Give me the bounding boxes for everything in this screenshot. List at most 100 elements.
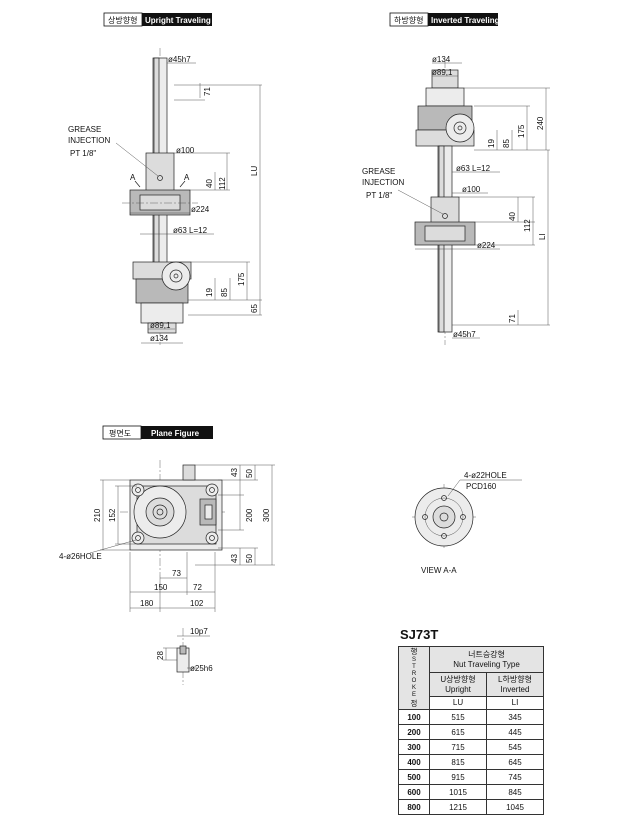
view-a-pcd: PCD160 [466, 482, 497, 491]
plane-d43b: 43 [230, 554, 239, 563]
view-a-hole22: 4-ø22HOLE [464, 471, 507, 480]
upright-d71: 71 [203, 87, 212, 96]
badge-plane-eng: Plane Figure [151, 429, 200, 438]
plane-d50a: 50 [245, 469, 254, 478]
badge-upright: 상방향형 Upright Traveling [103, 12, 212, 27]
inverted-shaft-dia: ø45h7 [453, 330, 476, 339]
badge-plane: 평면도 Plane Figure [102, 425, 213, 440]
row-lu: 715 [429, 739, 487, 755]
row-lu: 515 [429, 709, 487, 725]
badge-inverted-eng: Inverted Traveling [431, 16, 500, 25]
upright-pt: PT 1/8" [70, 149, 96, 158]
plane-d102: 102 [190, 599, 204, 608]
upright-d63: ø63 L=12 [173, 226, 208, 235]
plane-d150: 150 [154, 583, 168, 592]
upright-d175: 175 [237, 272, 246, 286]
plane-d50b: 50 [245, 554, 254, 563]
group-header-kor: 너트승강형 [468, 650, 505, 660]
upright-d224: ø224 [191, 205, 210, 214]
keyway-d28: 28 [156, 651, 165, 660]
inverted-d224: ø224 [477, 241, 496, 250]
inverted-pt: PT 1/8" [366, 191, 392, 200]
upright-d65: 65 [250, 304, 259, 313]
upright-d40: 40 [205, 179, 214, 188]
badge-upright-eng: Upright Traveling [145, 16, 211, 25]
group-header-eng: Nut Traveling Type [453, 660, 520, 670]
row-lu: 915 [429, 769, 487, 785]
row-stroke: 100 [398, 709, 430, 725]
inverted-d71: 71 [508, 314, 517, 323]
stroke-header: 행 STROKE 정 [398, 646, 430, 710]
upright-a-left: A [130, 173, 136, 182]
inverted-col-header: L하방향형 Inverted [486, 671, 544, 697]
row-stroke: 500 [398, 769, 430, 785]
upright-grease-2: INJECTION [68, 136, 110, 145]
inverted-grease-2: INJECTION [362, 178, 404, 187]
inverted-drawing: ø134 ø89,1 19 85 175 240 GREASE INJECTIO… [362, 55, 550, 345]
row-stroke: 400 [398, 754, 430, 770]
upright-col-eng: Upright [445, 685, 471, 695]
inverted-d19: 19 [487, 139, 496, 148]
plane-d200: 200 [245, 508, 254, 522]
upright-a-right: A [184, 173, 190, 182]
inverted-d85: 85 [502, 139, 511, 148]
row-li: 345 [486, 709, 544, 725]
row-li: 445 [486, 724, 544, 740]
li-key-header: LI [486, 695, 544, 711]
upright-d85: 85 [220, 288, 229, 297]
lu-key-header: LU [429, 695, 487, 711]
upright-grease-1: GREASE [68, 125, 101, 134]
upright-d100: ø100 [176, 146, 195, 155]
inverted-d40: 40 [508, 212, 517, 221]
row-lu: 1215 [429, 799, 487, 815]
row-li: 845 [486, 784, 544, 800]
row-li: 745 [486, 769, 544, 785]
view-a-title: VIEW A-A [421, 566, 457, 575]
keyway-detail: 10p7 28 ø25h6 [156, 627, 213, 685]
group-header: 너트승강형 Nut Traveling Type [429, 646, 544, 673]
badge-plane-kor: 평면도 [109, 428, 131, 438]
row-stroke: 200 [398, 724, 430, 740]
inverted-d112: 112 [523, 219, 532, 232]
stroke-header-kor-a: 행 [410, 647, 418, 656]
plane-d180: 180 [140, 599, 154, 608]
inverted-nut [430, 196, 460, 226]
upright-d112: 112 [218, 177, 227, 190]
inverted-col-kor: L하방향형 [498, 675, 532, 685]
badge-inverted-kor: 하방향형 [394, 15, 423, 25]
plane-hole26: 4-ø26HOLE [59, 552, 102, 561]
upright-d89: ø89,1 [150, 321, 171, 330]
upright-drawing: ø45h7 71 GREASE INJECTION PT 1/8" ø100 A… [68, 48, 262, 345]
inverted-d63: ø63 L=12 [456, 164, 491, 173]
inverted-col-eng: Inverted [500, 685, 530, 695]
row-stroke: 300 [398, 739, 430, 755]
row-li: 545 [486, 739, 544, 755]
plane-d73: 73 [172, 569, 181, 578]
row-lu: 615 [429, 724, 487, 740]
inverted-grease-1: GREASE [362, 167, 395, 176]
plane-d43a: 43 [230, 468, 239, 477]
plane-figure: 43 50 210 152 200 300 4-ø26HOLE 43 50 73… [59, 460, 275, 612]
upright-lu: LU [250, 166, 259, 176]
row-stroke: 600 [398, 784, 430, 800]
keyway-d10: 10p7 [190, 627, 208, 636]
stroke-header-kor-b: 정 [410, 699, 418, 708]
row-li: 1045 [486, 799, 544, 815]
inverted-d175: 175 [517, 124, 526, 138]
badge-inverted: 하방향형 Inverted Traveling [389, 12, 500, 27]
row-stroke: 800 [398, 799, 430, 815]
upright-col-kor: U상방향형 [440, 675, 476, 685]
plane-d152: 152 [108, 508, 117, 522]
upright-d134: ø134 [150, 334, 169, 343]
stroke-header-eng: STROKE [411, 657, 417, 698]
plane-d72: 72 [193, 583, 202, 592]
view-a-a: 4-ø22HOLE PCD160 VIEW A-A [412, 471, 522, 575]
